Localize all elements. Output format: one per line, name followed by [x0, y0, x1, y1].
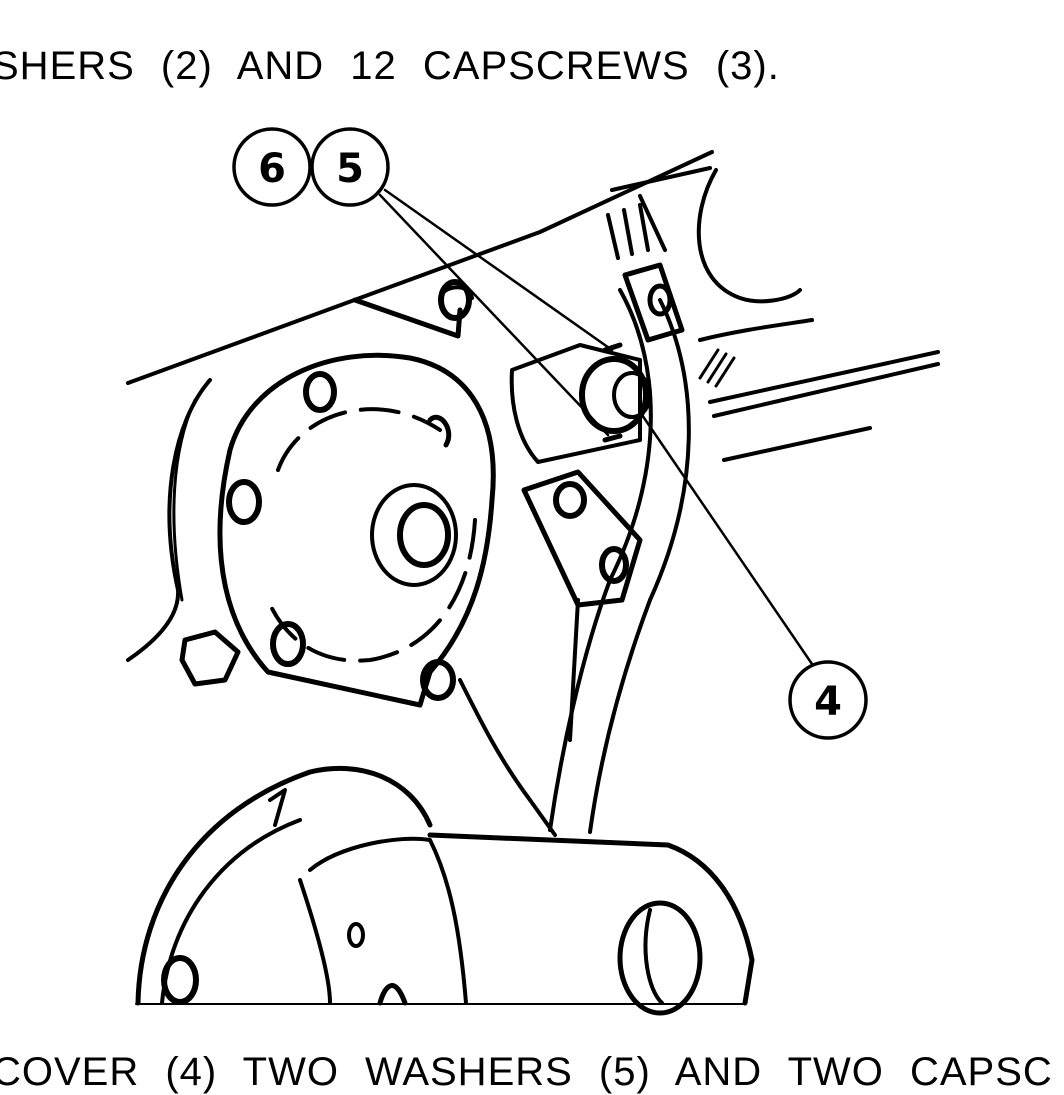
harness-connector [622, 262, 685, 343]
housing-right-curve [696, 168, 802, 304]
shaft-line-1 [708, 350, 940, 404]
leader-6 [378, 193, 610, 437]
lower-bolt-left [161, 955, 199, 1005]
harness-cable-left [548, 288, 653, 832]
left-nut [179, 629, 241, 687]
cover-hub-outer [370, 483, 458, 587]
instruction-line-bottom: COVER (4) TWO WASHERS (5) AND TWO CAPSC [0, 1050, 1053, 1094]
cover-bolt-1 [303, 371, 337, 413]
cover-inner-ring [266, 407, 477, 663]
cover-bolt-4 [420, 659, 456, 701]
lower-plate-inner [308, 836, 468, 1005]
callout-4: 4 [788, 660, 868, 740]
instruction-line-top: SHERS (2) AND 12 CAPSCREWS (3). [0, 44, 780, 88]
capscrew-5-head [579, 356, 649, 434]
shaft-line-2 [712, 362, 940, 418]
lower-plate [427, 832, 755, 1006]
lower-bracket [521, 469, 643, 608]
lower-bracket-bolt-1 [553, 481, 587, 519]
callout-6: 6 [232, 127, 312, 207]
svg-text:6: 6 [258, 146, 286, 192]
svg-text:5: 5 [336, 146, 364, 192]
lower-small-hole [347, 922, 365, 948]
svg-text:4: 4 [814, 679, 842, 725]
harness-line-vertical [568, 598, 580, 742]
cover-bolt-2 [226, 479, 262, 525]
shaft-line-3 [722, 426, 872, 462]
housing-right-lower [698, 318, 814, 342]
lower-bracket-bolt-2 [599, 546, 629, 584]
callout-5: 5 [310, 127, 390, 207]
cover-plate-4 [509, 343, 642, 464]
housing-left-curve-2 [172, 398, 197, 602]
housing-left-curve [126, 378, 212, 662]
cover-outline [217, 352, 496, 708]
cover-hub-inner [397, 502, 451, 568]
harness-cable-right [588, 298, 691, 834]
lower-hole [617, 900, 703, 1016]
cover-bolt-3 [270, 621, 306, 667]
leader-5 [383, 188, 614, 352]
shaft-hatching [698, 348, 736, 388]
lower-housing-edge [458, 678, 557, 837]
cover-bolt-5 [427, 415, 452, 448]
lower-flange [135, 765, 433, 1006]
housing-right-bracket [610, 166, 712, 252]
leader-4 [638, 410, 814, 666]
lower-flange-inner [160, 818, 302, 1005]
washer-6 [602, 342, 623, 443]
